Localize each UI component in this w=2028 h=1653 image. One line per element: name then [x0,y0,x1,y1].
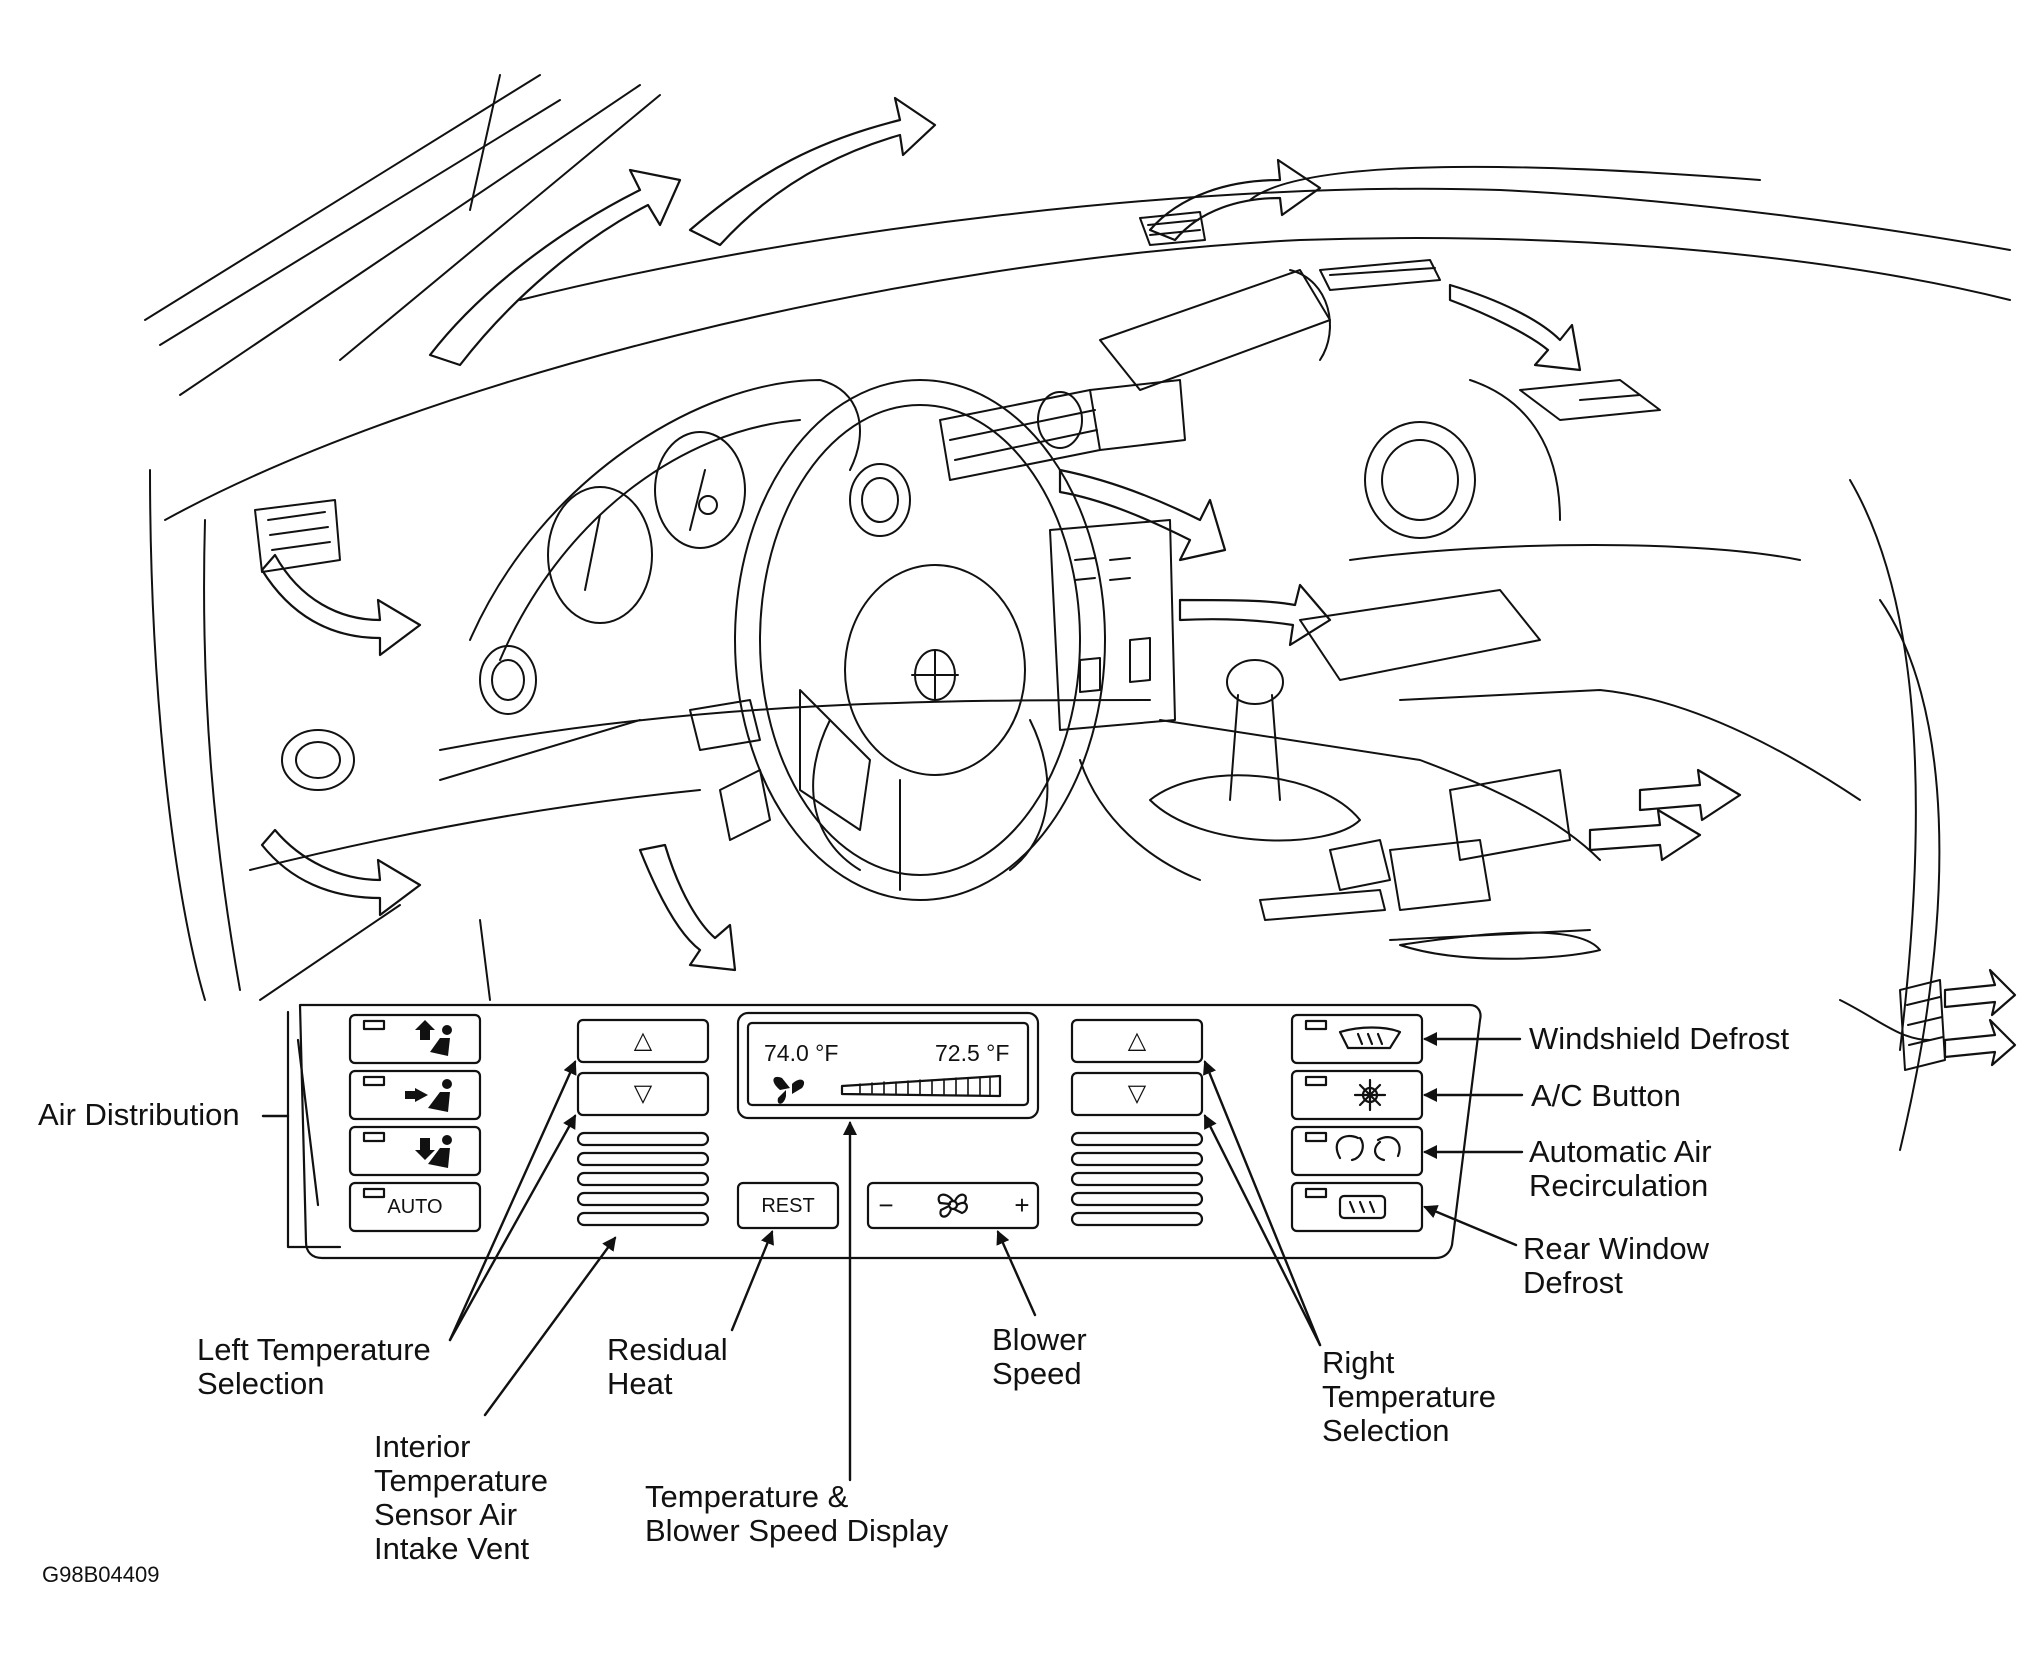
label-line: Interior [374,1429,471,1464]
blower-fan-icon [937,1193,968,1218]
right-temp-down-arrow[interactable]: ▽ [1127,1080,1147,1107]
label-line: Recirculation [1529,1168,1709,1203]
windshield-defrost-icon [1338,1026,1402,1050]
rear-defrost-button [1290,1181,1424,1233]
air-down-icon [415,1135,452,1168]
label-line: Sensor Air [374,1497,518,1532]
left-temp-down-button [576,1071,710,1117]
label-line: Temperature & [645,1479,849,1514]
rear-defrost-icon [1338,1194,1387,1220]
label-residual-heat: Residual Heat [607,1333,728,1401]
windshield-defrost-button [1290,1013,1424,1065]
right-temp-down-button [1070,1071,1204,1117]
label-line: Blower Speed Display [645,1513,949,1548]
figure-code: G98B04409 [42,1562,160,1587]
label-line: Selection [1322,1413,1450,1448]
label-temp-blower-display: Temperature & Blower Speed Display [645,1480,948,1548]
label-blower-speed: Blower Speed [992,1323,1087,1391]
ac-button [1290,1069,1424,1121]
climate-control-panel [286,1003,1482,1260]
label-auto-recirc: Automatic Air Recirculation [1529,1135,1712,1203]
left-temp-up-button [576,1018,710,1064]
airflow-arrows [260,96,2017,1067]
label-rear-window-defrost: Rear Window Defrost [1523,1232,1709,1300]
left-temp-down-arrow[interactable]: ▽ [633,1080,653,1107]
air-distribution-buttons [348,1013,482,1233]
label-right-temp-selection: Right Temperature Selection [1322,1346,1496,1448]
recirculation-button [1290,1125,1424,1177]
label-ac-button: A/C Button [1531,1078,1681,1113]
label-line: Right [1322,1345,1395,1380]
label-line: Defrost [1523,1265,1623,1300]
label-air-distribution: Air Distribution [38,1097,240,1132]
label-line: Intake Vent [374,1531,530,1566]
blower-minus-button[interactable]: − [878,1190,894,1220]
label-interior-sensor: Interior Temperature Sensor Air Intake V… [374,1430,548,1566]
label-line: Blower [992,1322,1087,1357]
label-line: Selection [197,1366,325,1401]
dashboard-lineart [144,74,2011,1151]
right-temp-up-arrow[interactable]: △ [1127,1027,1147,1054]
label-line: Heat [607,1366,673,1401]
recirculation-icon [1335,1134,1401,1162]
air-up-icon [415,1020,452,1056]
label-left-temp-selection: Left Temperature Selection [197,1333,431,1401]
blower-plus-button[interactable]: + [1014,1190,1030,1220]
blower-bar-graph [840,1074,1002,1098]
air-center-icon [405,1079,452,1112]
display-bezel [736,1011,1040,1120]
auto-button[interactable]: AUTO [387,1196,443,1218]
interior-sensor-vent-slots [576,1131,710,1227]
right-temp-readout: 72.5 °F [935,1040,1010,1066]
display-screen [746,1021,1030,1107]
left-temp-readout: 74.0 °F [764,1040,839,1066]
left-temp-up-arrow[interactable]: △ [633,1027,653,1054]
right-temp-up-button [1070,1018,1204,1064]
label-line: Left Temperature [197,1332,431,1367]
blower-speed-button [866,1181,1040,1230]
rest-button-label[interactable]: REST [761,1195,815,1217]
right-vent-slots [1070,1131,1204,1227]
fan-icon [773,1076,805,1104]
label-line: Automatic Air [1529,1134,1712,1169]
label-line: Speed [992,1356,1082,1391]
label-line: Temperature [374,1463,549,1498]
leader-lines [261,1032,1524,1482]
snowflake-icon [1353,1078,1387,1112]
rest-button [736,1181,840,1230]
label-line: Temperature [1322,1379,1497,1414]
label-line: Rear Window [1523,1231,1710,1266]
label-line: Residual [607,1332,728,1367]
label-windshield-defrost: Windshield Defrost [1529,1021,1790,1056]
